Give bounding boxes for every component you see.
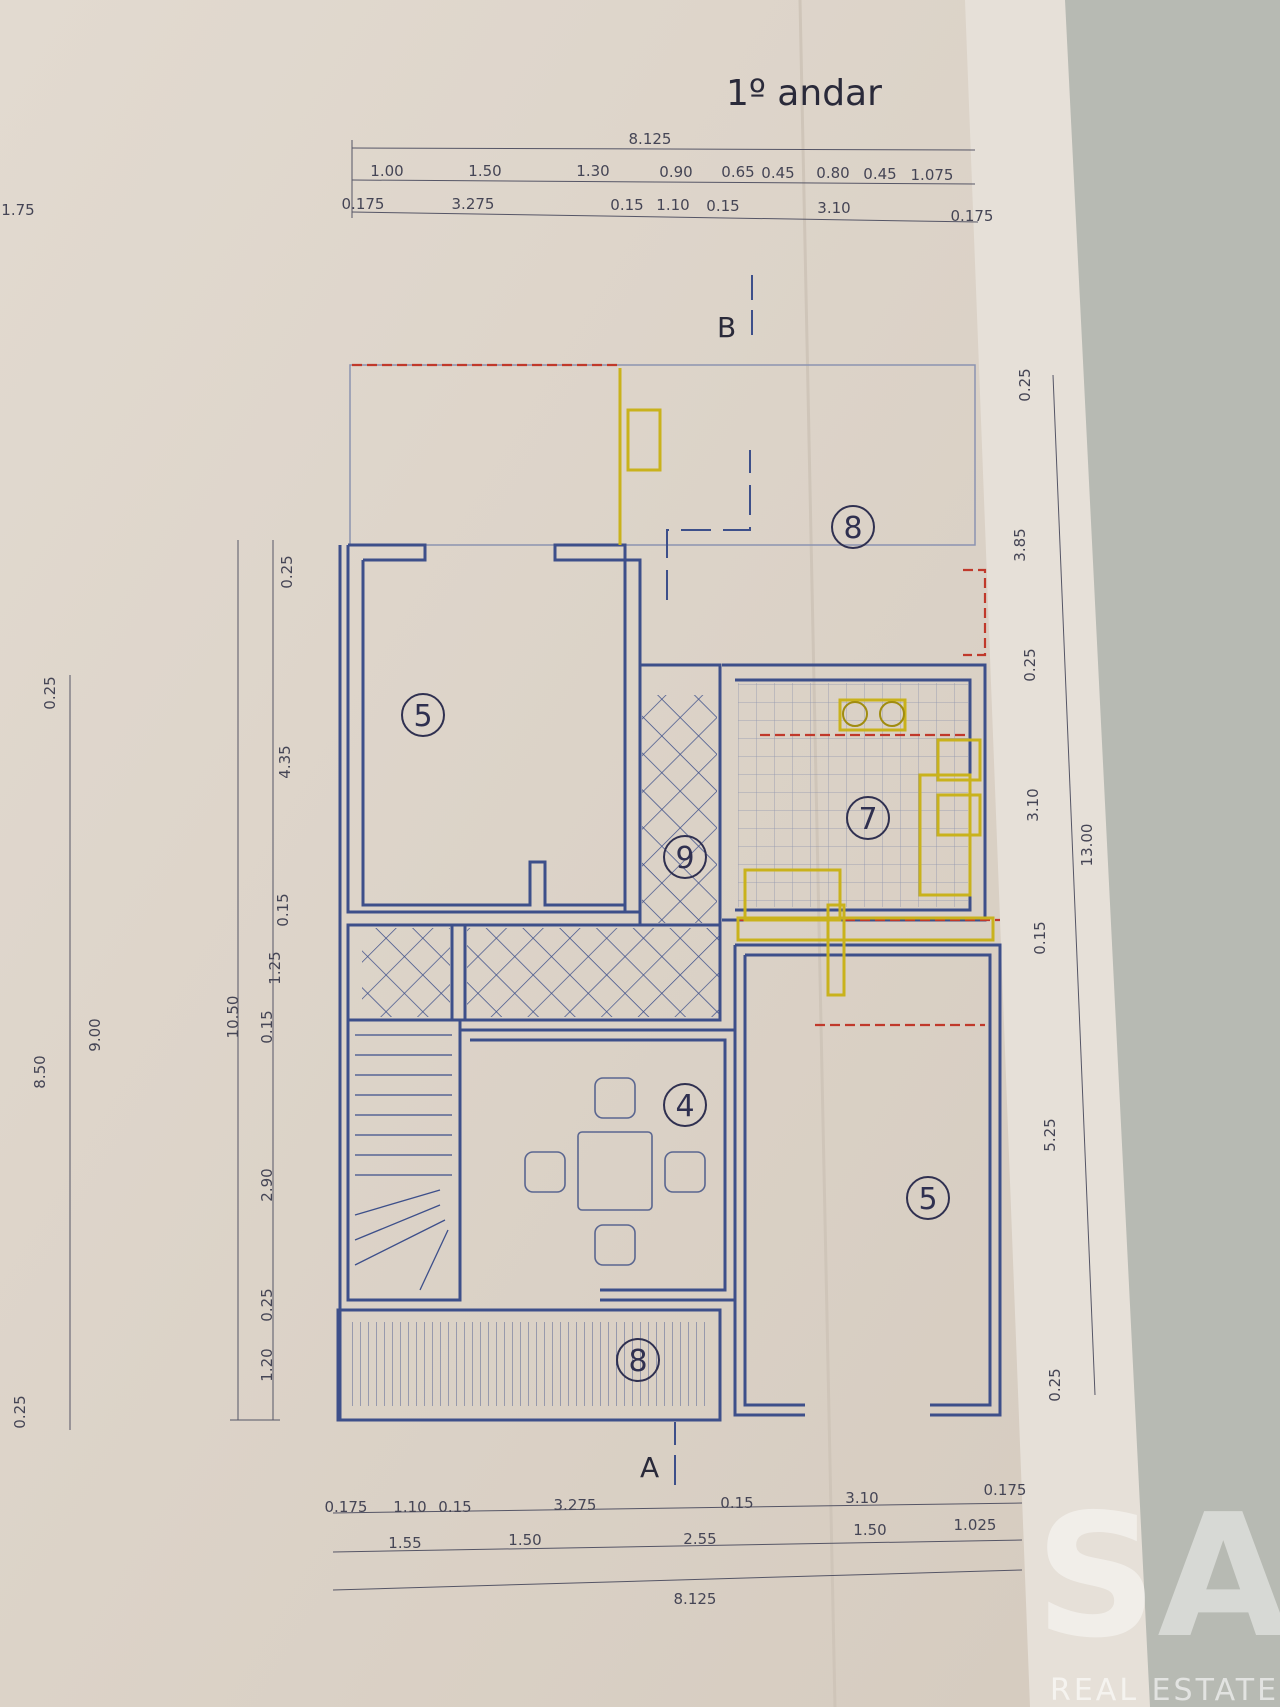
watermark-subtext: REAL ESTATE [1050, 1673, 1279, 1707]
dim-top-r1: 0.45 [863, 165, 896, 183]
bottom-dimension-lines [332, 1502, 1023, 1591]
dim-right: 0.25 [1016, 368, 1034, 401]
dim-left-inner: 0.15 [258, 1010, 276, 1043]
paper-sheet [0, 0, 1030, 1707]
dim-top-r2: 3.10 [817, 199, 850, 217]
room-number: 4 [675, 1089, 694, 1124]
room-number: 8 [628, 1344, 647, 1379]
dim-right: 0.15 [1031, 921, 1049, 954]
left-dimension-lines [69, 540, 280, 1430]
dim-top-r1: 1.075 [911, 166, 954, 184]
room-number: 9 [675, 841, 694, 876]
red-demolition-lines [352, 363, 1000, 1027]
dim-left-inner: 4.35 [276, 745, 294, 778]
dim-bottom-r1: 0.175 [325, 1498, 368, 1516]
dim-left-inner: 1.25 [266, 951, 284, 984]
dim-left-inner: 0.15 [274, 893, 292, 926]
dim-bottom-total: 8.125 [674, 1590, 717, 1608]
dim-top-r2: 0.15 [610, 196, 643, 214]
room-number: 7 [858, 802, 877, 837]
dim-right: 0.25 [1046, 1368, 1064, 1401]
dim-top-total: 8.125 [629, 130, 672, 148]
dim-bottom-r1: 1.10 [393, 1498, 426, 1516]
stair-treads [354, 1034, 452, 1291]
dim-left-outer: 9.00 [86, 1018, 104, 1051]
section-mark-b: B [717, 311, 736, 344]
dim-top-r1: 1.00 [370, 162, 403, 180]
room-number: 5 [413, 699, 432, 734]
dining-furniture [524, 1077, 706, 1266]
stair-landing-hatch [362, 928, 450, 1017]
balcony-railing [352, 1322, 712, 1406]
dim-right: 0.25 [1021, 648, 1039, 681]
dim-top-r2: 0.175 [342, 195, 385, 213]
dim-bottom-r2: 1.55 [388, 1534, 421, 1552]
dim-left-total: 10.50 [224, 996, 242, 1039]
dim-bottom-r1: 0.15 [720, 1494, 753, 1512]
dim-bottom-r2: 1.50 [853, 1521, 886, 1539]
dim-top-r1: 0.65 [721, 163, 754, 181]
dim-left-outer: 1.75 [1, 201, 34, 219]
plan-title: 1º andar [726, 73, 882, 114]
dim-right-total: 13.00 [1078, 824, 1096, 867]
dim-bottom-r2: 1.50 [508, 1531, 541, 1549]
dim-top-r2: 0.175 [951, 207, 994, 225]
washbasins [842, 701, 905, 727]
dim-bottom-r1: 3.275 [554, 1496, 597, 1514]
dim-top-r2: 0.15 [706, 197, 739, 215]
dim-bottom-r2: 2.55 [683, 1530, 716, 1548]
room-number: 5 [918, 1182, 937, 1217]
dim-bottom-r2: 1.025 [954, 1516, 997, 1534]
dim-bottom-r1: 3.10 [845, 1489, 878, 1507]
dim-right: 3.85 [1011, 528, 1029, 561]
dim-bottom-r1: 0.15 [438, 1498, 471, 1516]
dim-right: 5.25 [1041, 1118, 1059, 1151]
dim-left-inner: 0.25 [258, 1288, 276, 1321]
dim-left-outer: 8.50 [31, 1055, 49, 1088]
dim-top-r2: 3.275 [452, 195, 495, 213]
hall-hatch [642, 695, 717, 923]
dim-left-outer: 0.25 [41, 676, 59, 709]
dim-top-r1: 0.90 [659, 163, 692, 181]
dim-bottom-r1: 0.175 [984, 1481, 1027, 1499]
room-number: 8 [843, 511, 862, 546]
dim-top-r1: 0.45 [761, 164, 794, 182]
dim-right: 3.10 [1024, 788, 1042, 821]
section-mark-a: A [640, 1451, 659, 1484]
dim-top-r2: 1.10 [656, 196, 689, 214]
dim-top-r1: 1.50 [468, 162, 501, 180]
dim-top-r1: 0.80 [816, 164, 849, 182]
dim-top-r1: 1.30 [576, 162, 609, 180]
yellow-additions [618, 368, 995, 997]
corridor-hatch [467, 928, 719, 1017]
bathroom-tiles [738, 683, 968, 907]
right-dimension-lines [1052, 374, 1096, 1396]
watermark-logo: SAD [1035, 1478, 1280, 1676]
dim-left-inner: 1.20 [258, 1348, 276, 1381]
dim-left-inner: 2.90 [258, 1168, 276, 1201]
terrace-markings [666, 450, 751, 600]
dim-left-inner: 0.25 [278, 555, 296, 588]
dim-left-outer: 0.25 [11, 1395, 29, 1428]
room-circles [401, 505, 950, 1382]
top-dimension-lines [351, 140, 979, 223]
